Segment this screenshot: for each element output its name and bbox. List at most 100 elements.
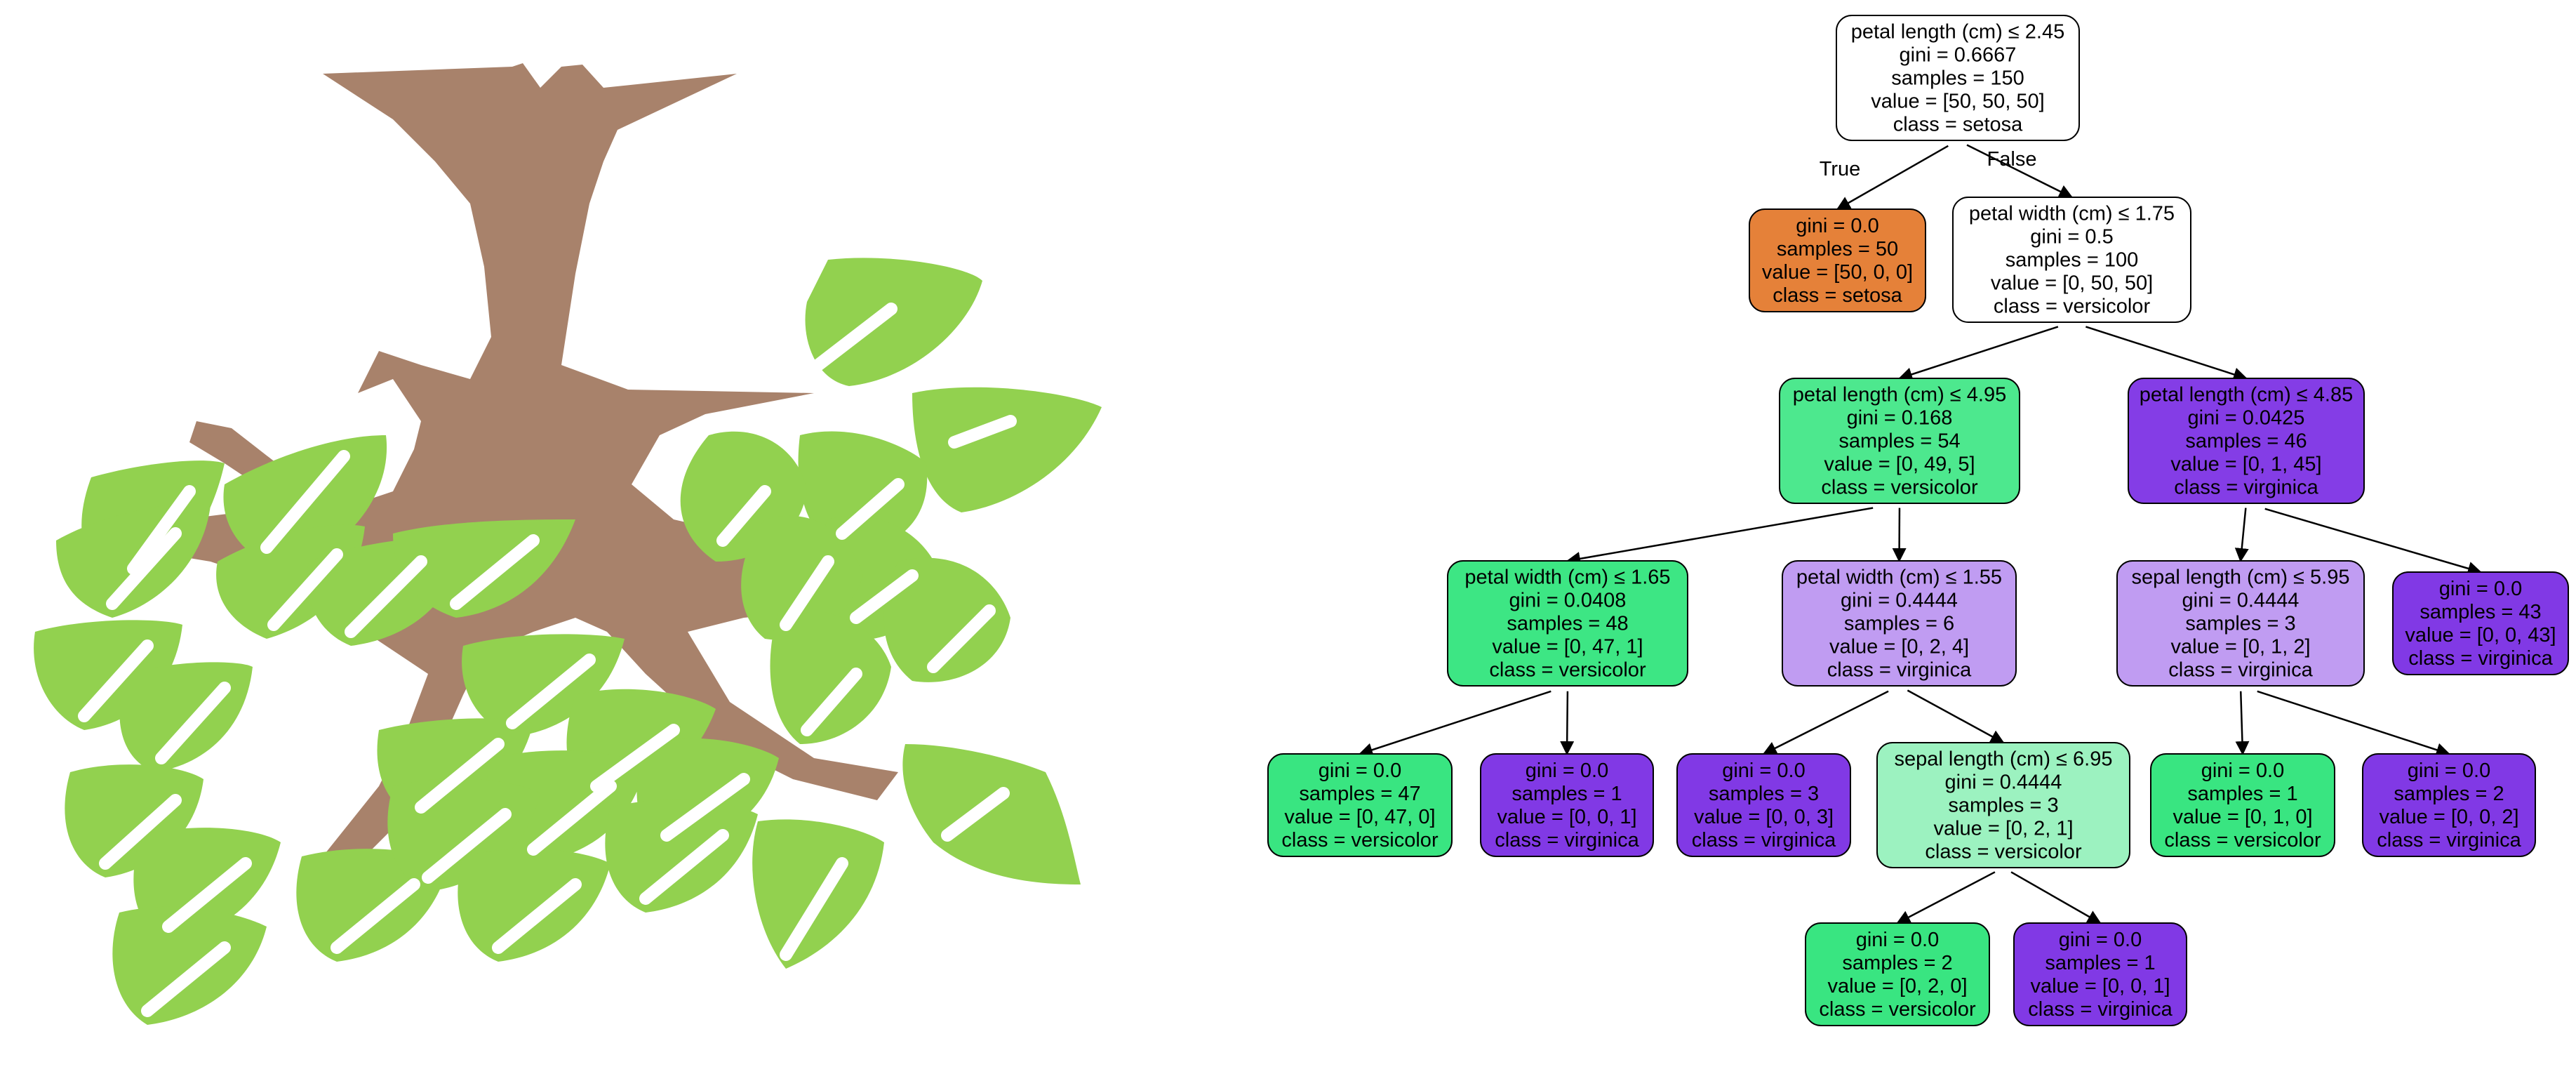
- edge-arrow: [1359, 690, 1551, 757]
- node-line: class = setosa: [1893, 114, 2023, 136]
- node-box: [1676, 753, 1851, 857]
- edge-arrow: [2234, 508, 2249, 562]
- node-line: samples = 47: [1299, 783, 1420, 805]
- node-line: value = [0, 47, 1]: [1492, 636, 1643, 658]
- node-line: gini = 0.6667: [1900, 44, 2017, 67]
- edge-arrow: [1836, 145, 1949, 211]
- node-line: petal length (cm) ≤ 4.85: [2140, 384, 2353, 406]
- tree-edge: [2234, 508, 2249, 562]
- node-box: [2116, 560, 2365, 687]
- node-box: [2362, 753, 2536, 857]
- node-line: sepal length (cm) ≤ 6.95: [1895, 748, 2113, 771]
- node-line: gini = 0.0: [2439, 578, 2523, 600]
- edge-label: True: [1820, 158, 1861, 180]
- node-box: [1779, 378, 2020, 504]
- node-line: value = [0, 2, 4]: [1829, 636, 1969, 658]
- node-line: samples = 54: [1838, 430, 1960, 453]
- node-box: [2150, 753, 2335, 857]
- node-line: gini = 0.5: [2030, 226, 2114, 248]
- node-box: [2013, 922, 2187, 1026]
- node-line: gini = 0.0408: [1509, 590, 1627, 612]
- node-line: value = [0, 0, 43]: [2405, 624, 2556, 647]
- tree-edge: [2085, 326, 2248, 382]
- node-line: gini = 0.0: [1796, 215, 1879, 237]
- tree-edge: [2235, 691, 2250, 755]
- node-line: value = [0, 0, 2]: [2379, 806, 2518, 828]
- node-box: [1805, 922, 1990, 1026]
- node-line: gini = 0.0: [2201, 760, 2285, 782]
- node-line: samples = 1: [1511, 783, 1622, 805]
- node-line: petal width (cm) ≤ 1.65: [1464, 566, 1670, 589]
- node-line: class = virginica: [1692, 829, 1836, 851]
- node-line: samples = 46: [2185, 430, 2307, 453]
- edge-arrow: [1560, 691, 1575, 755]
- tree-edges: True False: [1359, 144, 2482, 924]
- node-line: class = virginica: [2377, 829, 2521, 851]
- tree-edge: [1566, 507, 1874, 566]
- node-box: [1749, 208, 1926, 312]
- node-line: petal length (cm) ≤ 2.45: [1851, 21, 2064, 44]
- tree-edge: [1898, 326, 2059, 381]
- edge-label: False: [1987, 148, 2037, 171]
- node-line: value = [0, 47, 0]: [1284, 806, 1435, 828]
- node-line: sepal length (cm) ≤ 5.95: [2132, 566, 2350, 589]
- node-line: value = [0, 50, 50]: [1991, 272, 2153, 295]
- node-line: class = versicolor: [1994, 296, 2151, 318]
- tree-edge: [1359, 690, 1551, 757]
- node-line: samples = 1: [2187, 783, 2297, 805]
- node-line: value = [50, 50, 50]: [1871, 91, 2045, 113]
- node-line: samples = 100: [2006, 249, 2138, 272]
- node-line: samples = 2: [1842, 952, 1952, 974]
- node-line: value = [0, 2, 0]: [1827, 975, 1967, 997]
- edge-arrow: [2010, 871, 2102, 924]
- node-line: class = virginica: [1827, 659, 1972, 682]
- node-line: value = [50, 0, 0]: [1762, 261, 1913, 284]
- node-box: [1267, 753, 1453, 857]
- node-line: gini = 0.0425: [2188, 407, 2305, 430]
- node-line: class = versicolor: [1819, 998, 1976, 1021]
- node-line: value = [0, 0, 1]: [1497, 806, 1636, 828]
- edge-arrow: [1966, 144, 2074, 199]
- node-line: gini = 0.0: [1319, 760, 1402, 782]
- edge-arrow: [1762, 690, 1889, 755]
- node-line: petal width (cm) ≤ 1.75: [1969, 203, 2175, 225]
- node-box: [1480, 753, 1654, 857]
- node-box: [1447, 560, 1688, 687]
- node-line: value = [0, 49, 5]: [1824, 453, 1975, 476]
- tree-edge: [1907, 689, 2005, 744]
- node-line: value = [0, 1, 0]: [2173, 806, 2312, 828]
- node-line: gini = 0.4444: [1945, 771, 2062, 794]
- edge-arrow: [1898, 326, 2059, 381]
- node-line: class = setosa: [1773, 284, 1902, 307]
- tree-edge: [1560, 691, 1575, 755]
- node-line: petal length (cm) ≤ 4.95: [1793, 384, 2006, 406]
- node-line: class = versicolor: [1281, 829, 1439, 851]
- node-line: petal width (cm) ≤ 1.55: [1796, 566, 2002, 589]
- tree-edge: [1762, 690, 1889, 755]
- node-box: [1782, 560, 2017, 687]
- node-line: class = virginica: [2028, 998, 2173, 1021]
- node-line: gini = 0.0: [1856, 929, 1940, 951]
- node-line: gini = 0.0: [1722, 760, 1806, 782]
- node-line: gini = 0.0: [2408, 760, 2491, 782]
- node-line: samples = 1: [2045, 952, 2155, 974]
- node-line: class = versicolor: [2164, 829, 2321, 851]
- node-line: value = [0, 0, 3]: [1694, 806, 1834, 828]
- node-line: class = virginica: [2168, 659, 2313, 682]
- node-line: gini = 0.4444: [2182, 590, 2300, 612]
- node-line: samples = 48: [1507, 613, 1628, 635]
- node-line: gini = 0.4444: [1841, 590, 1958, 612]
